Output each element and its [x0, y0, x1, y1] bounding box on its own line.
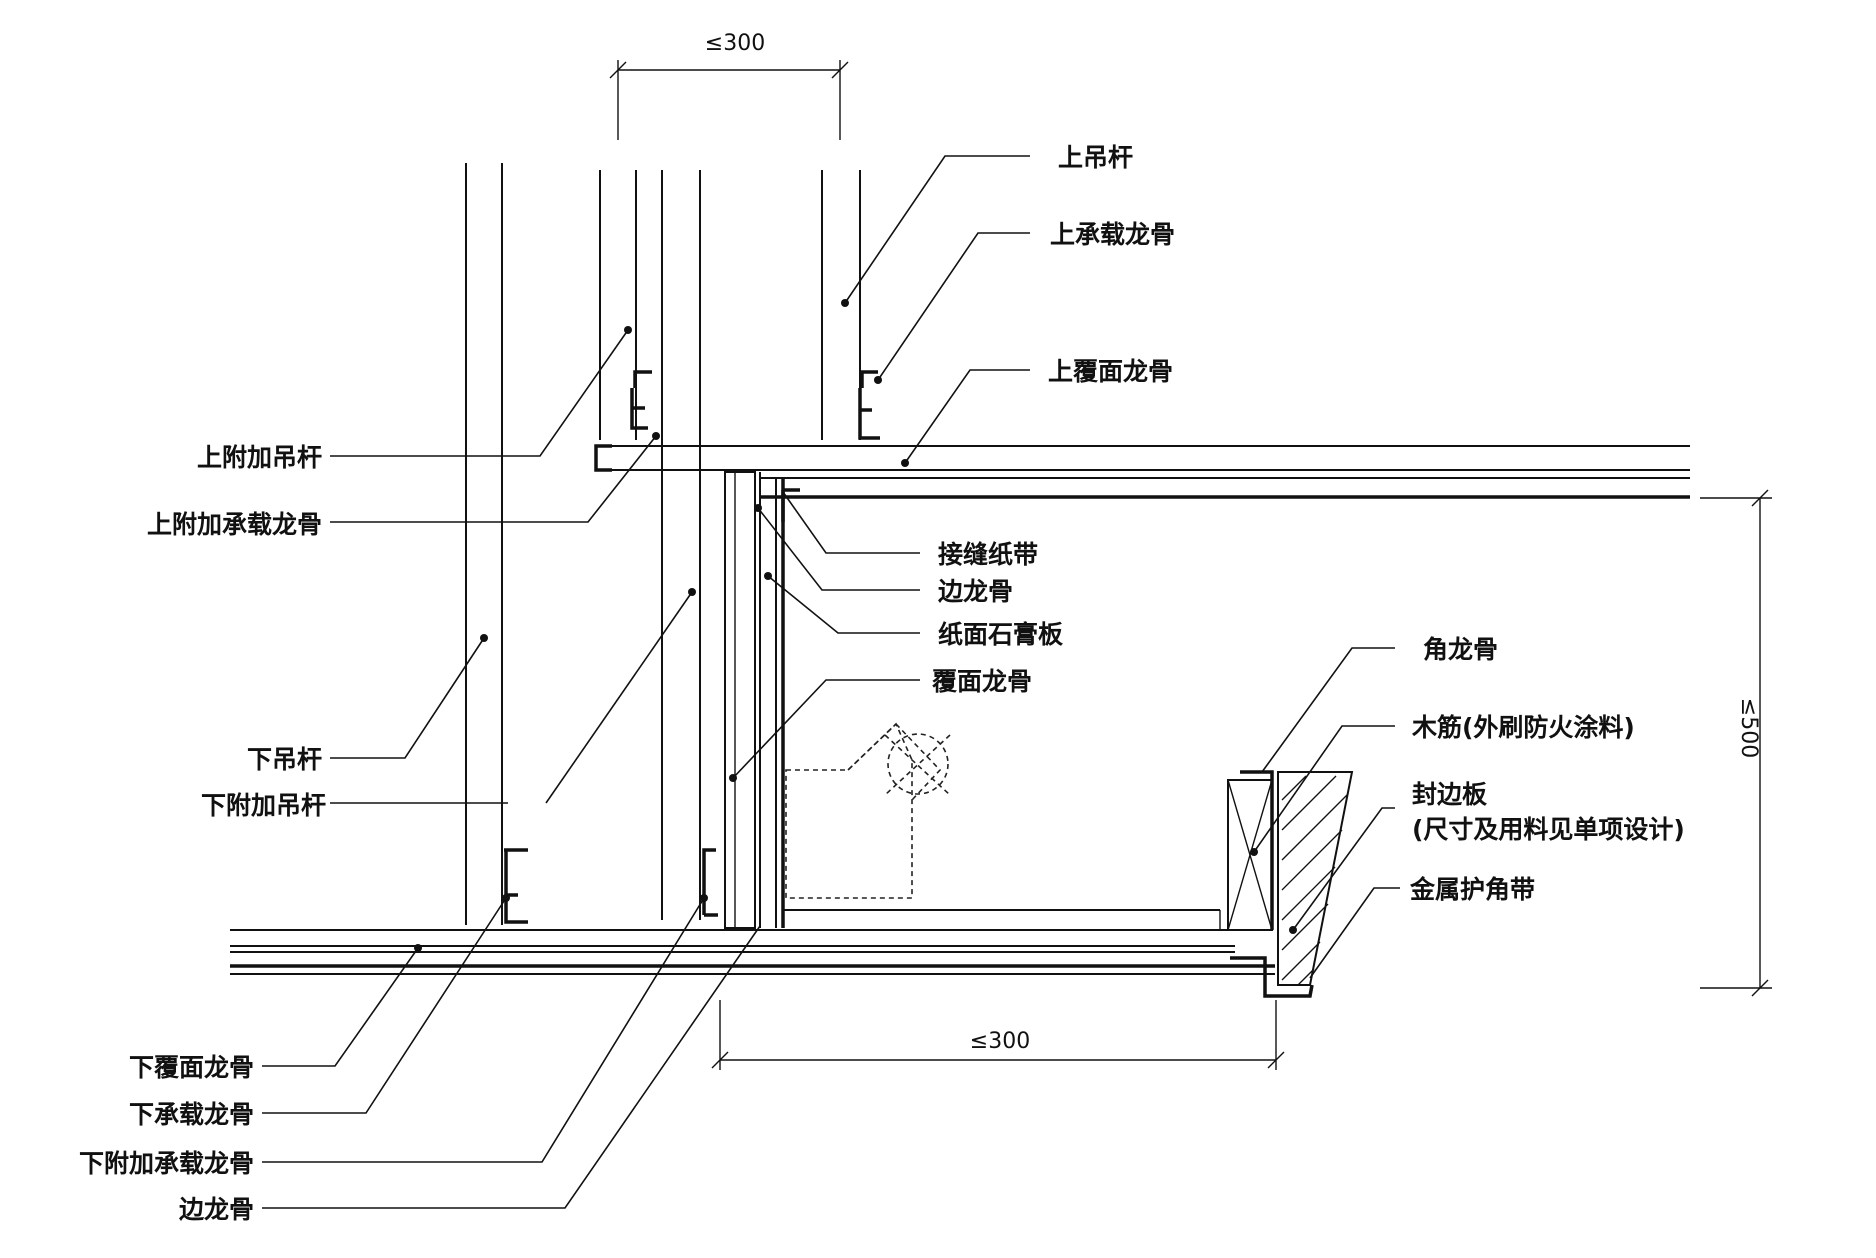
label-lower-additional-hanger: 下附加吊杆: [201, 791, 326, 820]
label-corner-runner: 角龙骨: [1423, 635, 1498, 664]
upper-runners: [594, 370, 1690, 522]
label-edge-board: 封边板: [1412, 780, 1487, 809]
hanger-rods: [465, 163, 861, 925]
lower-runners: [230, 909, 1275, 975]
label-upper-additional-hanger: 上附加吊杆: [197, 443, 322, 472]
label-joint-paper-tape: 接缝纸带: [938, 540, 1038, 569]
label-lower-hanger: 下吊杆: [247, 745, 322, 774]
label-upper-main-runner: 上承载龙骨: [1050, 220, 1175, 249]
leader-lines: [262, 155, 1400, 1209]
dim-top-text: ≤300: [705, 31, 765, 56]
label-edge-board-note: (尺寸及用料见单项设计): [1412, 815, 1685, 844]
label-lower-additional-main-runner: 下附加承载龙骨: [79, 1149, 254, 1178]
label-lower-cross-runner: 下覆面龙骨: [129, 1053, 254, 1082]
label-upper-cross-runner: 上覆面龙骨: [1048, 357, 1173, 386]
label-edge-runner-upper: 边龙骨: [938, 577, 1013, 606]
label-metal-corner-bead: 金属护角带: [1409, 875, 1535, 904]
dimension-right: ≤500: [1700, 489, 1772, 997]
label-upper-hanger: 上吊杆: [1058, 143, 1133, 172]
label-cross-runner: 覆面龙骨: [931, 667, 1032, 696]
dashed-ducting: [785, 722, 951, 899]
dim-bottom-text: ≤300: [970, 1029, 1030, 1054]
label-lower-main-runner: 下承载龙骨: [129, 1100, 254, 1129]
dimension-bottom: ≤300: [711, 1000, 1285, 1070]
label-wood-strip: 木筋(外刷防火涂料): [1411, 713, 1635, 742]
labels: 上吊杆 上承载龙骨 上覆面龙骨 上附加吊杆 上附加承载龙骨 接缝纸带 边龙骨 纸…: [79, 143, 1685, 1224]
vertical-drop-wall: [504, 471, 785, 929]
label-gypsum-board: 纸面石膏板: [938, 620, 1063, 649]
edge-closure-detail: [1227, 770, 1354, 998]
label-edge-runner-lower: 边龙骨: [179, 1195, 254, 1224]
label-upper-additional-main-runner: 上附加承载龙骨: [147, 510, 322, 539]
dimension-top: ≤300: [609, 31, 849, 140]
dim-right-text: ≤500: [1736, 698, 1761, 758]
